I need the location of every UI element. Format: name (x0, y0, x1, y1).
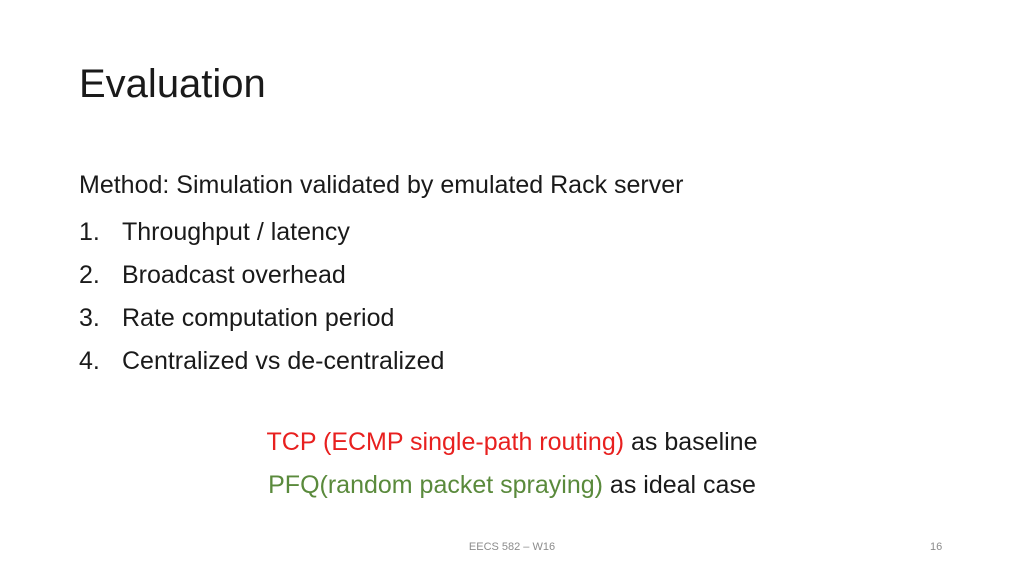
footer-course: EECS 582 – W16 (468, 541, 556, 553)
list-item-number: 3. (79, 304, 100, 332)
ideal-case-line: PFQ(random packet spraying) as ideal cas… (0, 468, 1024, 502)
list-item-text: Broadcast overhead (122, 261, 346, 289)
page-number: 16 (930, 541, 943, 553)
baseline-line: TCP (ECMP single-path routing) as baseli… (0, 425, 1024, 459)
slide-title: Evaluation (79, 62, 266, 106)
list-item: 4. Centralized vs de-centralized (79, 340, 444, 383)
list-item-text: Rate computation period (122, 304, 395, 332)
list-item-number: 1. (79, 218, 100, 246)
list-item-number: 2. (79, 261, 100, 289)
ideal-highlight: PFQ(random packet spraying) (268, 471, 603, 499)
evaluation-list: 1. Throughput / latency 2. Broadcast ove… (79, 211, 444, 383)
ideal-rest: as ideal case (602, 471, 756, 499)
baseline-rest: as baseline (624, 428, 758, 456)
list-item-number: 4. (79, 347, 100, 375)
list-item: 2. Broadcast overhead (79, 254, 444, 297)
method-line: Method: Simulation validated by emulated… (79, 171, 684, 199)
list-item: 1. Throughput / latency (79, 211, 444, 254)
baseline-highlight: TCP (ECMP single-path routing) (266, 428, 625, 456)
list-item: 3. Rate computation period (79, 297, 444, 340)
list-item-text: Throughput / latency (122, 218, 350, 246)
list-item-text: Centralized vs de-centralized (122, 347, 445, 375)
